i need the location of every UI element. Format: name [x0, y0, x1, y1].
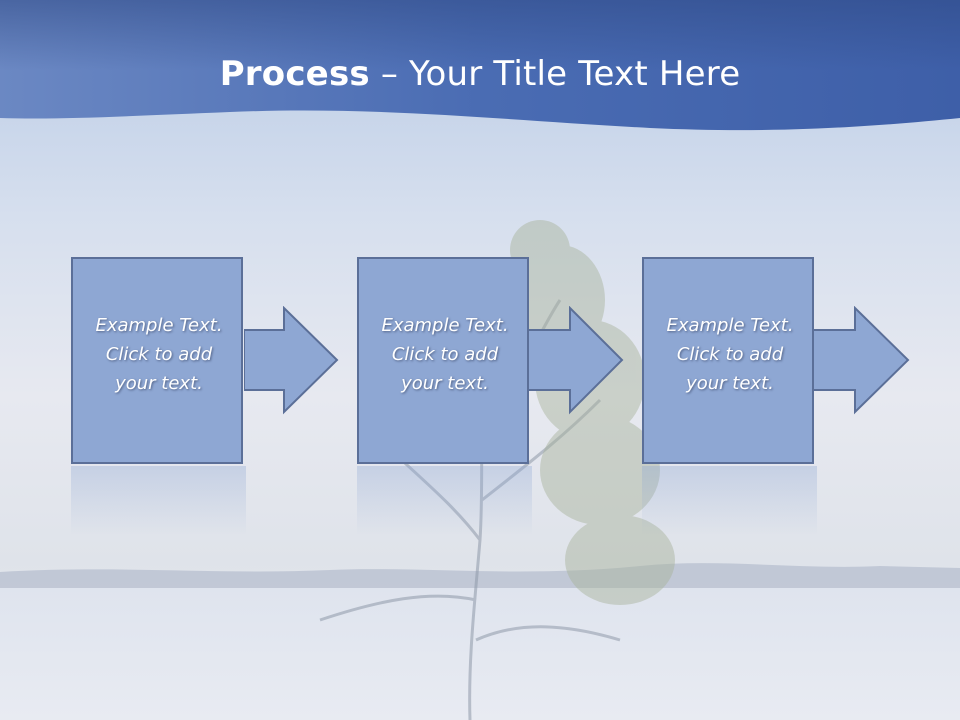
process-box[interactable]: Example Text. Click to add your text. [357, 257, 529, 464]
process-box[interactable]: Example Text. Click to add your text. [642, 257, 814, 464]
step-text-line-2: Click to add [676, 344, 784, 365]
step-text-line-1: Example Text. [666, 315, 794, 336]
title-rest-part: – Your Title Text Here [369, 54, 741, 94]
process-step-1[interactable]: Example Text. Click to add your text. [71, 257, 246, 467]
process-box-text[interactable]: Example Text. Click to add your text. [73, 311, 245, 398]
step-text-line-2: Click to add [105, 344, 213, 365]
step-text-line-3: your text. [401, 373, 489, 394]
step-reflection-1 [71, 466, 246, 536]
process-box-text[interactable]: Example Text. Click to add your text. [359, 311, 531, 398]
process-box-text[interactable]: Example Text. Click to add your text. [644, 311, 816, 398]
step-text-line-3: your text. [686, 373, 774, 394]
process-step-3[interactable]: Example Text. Click to add your text. [642, 257, 817, 467]
process-box[interactable]: Example Text. Click to add your text. [71, 257, 243, 464]
step-reflection-2 [357, 466, 532, 536]
step-text-line-1: Example Text. [381, 315, 509, 336]
step-text-line-3: your text. [115, 373, 203, 394]
process-arrow-1[interactable] [244, 306, 340, 416]
title-banner [0, 0, 960, 131]
slide-title[interactable]: Process – Your Title Text Here [0, 52, 960, 96]
step-reflection-3 [642, 466, 817, 536]
process-arrow-3[interactable] [813, 306, 911, 416]
title-bold-part: Process [219, 54, 370, 94]
process-arrow-2[interactable] [528, 306, 624, 416]
step-text-line-2: Click to add [391, 344, 499, 365]
process-step-2[interactable]: Example Text. Click to add your text. [357, 257, 532, 467]
step-text-line-1: Example Text. [95, 315, 223, 336]
